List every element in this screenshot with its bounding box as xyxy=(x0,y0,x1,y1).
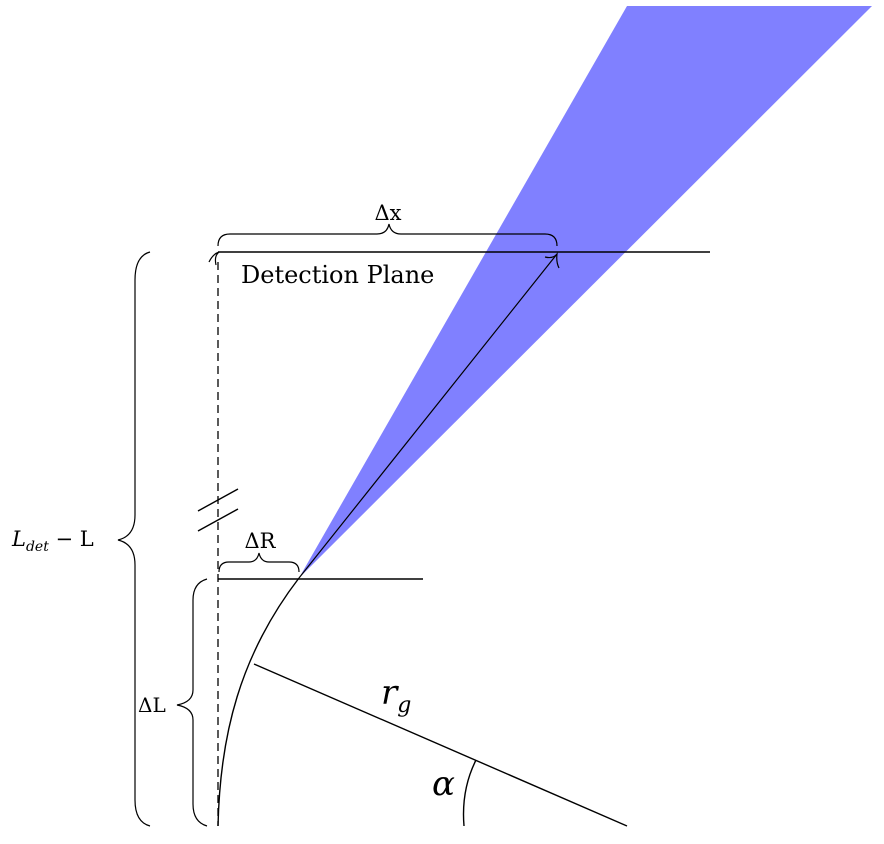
l-det-brace xyxy=(117,251,151,827)
axis-break-mark-upper xyxy=(197,488,239,512)
radius-line xyxy=(253,663,628,827)
r-g-sub: g xyxy=(397,693,411,718)
l-det-main: L xyxy=(11,527,26,551)
alpha-label: α xyxy=(432,764,455,804)
l-det-minus-l-label: Ldet − L xyxy=(11,527,94,555)
beam-cone xyxy=(299,6,872,578)
curved-trajectory xyxy=(217,577,300,827)
delta-l-label: ΔL xyxy=(138,693,166,717)
r-g-label: rg xyxy=(381,673,411,718)
detection-plane-label-text: Detection Plane xyxy=(241,261,434,289)
straight-trajectory xyxy=(298,253,558,579)
delta-l-brace xyxy=(176,578,208,827)
delta-l-label-text: ΔL xyxy=(138,693,166,717)
delta-x-label: Δx xyxy=(374,201,401,225)
delta-x-brace xyxy=(217,223,558,247)
delta-x-label-text: Δx xyxy=(374,201,401,225)
r-g-main: r xyxy=(381,673,399,713)
delta-r-label-text: ΔR xyxy=(245,529,277,553)
delta-r-brace xyxy=(218,552,300,573)
alpha-angle-arc xyxy=(462,759,477,827)
l-det-sub: det xyxy=(26,539,49,555)
alpha-label-text: α xyxy=(432,764,455,804)
l-det-rest: − L xyxy=(49,527,94,551)
dashed-line-hook xyxy=(208,251,220,266)
axis-break-mark-lower xyxy=(197,508,239,532)
trajectory-arrowhead xyxy=(544,251,560,269)
detection-plane-label: Detection Plane xyxy=(241,261,434,289)
delta-r-label: ΔR xyxy=(245,529,277,553)
